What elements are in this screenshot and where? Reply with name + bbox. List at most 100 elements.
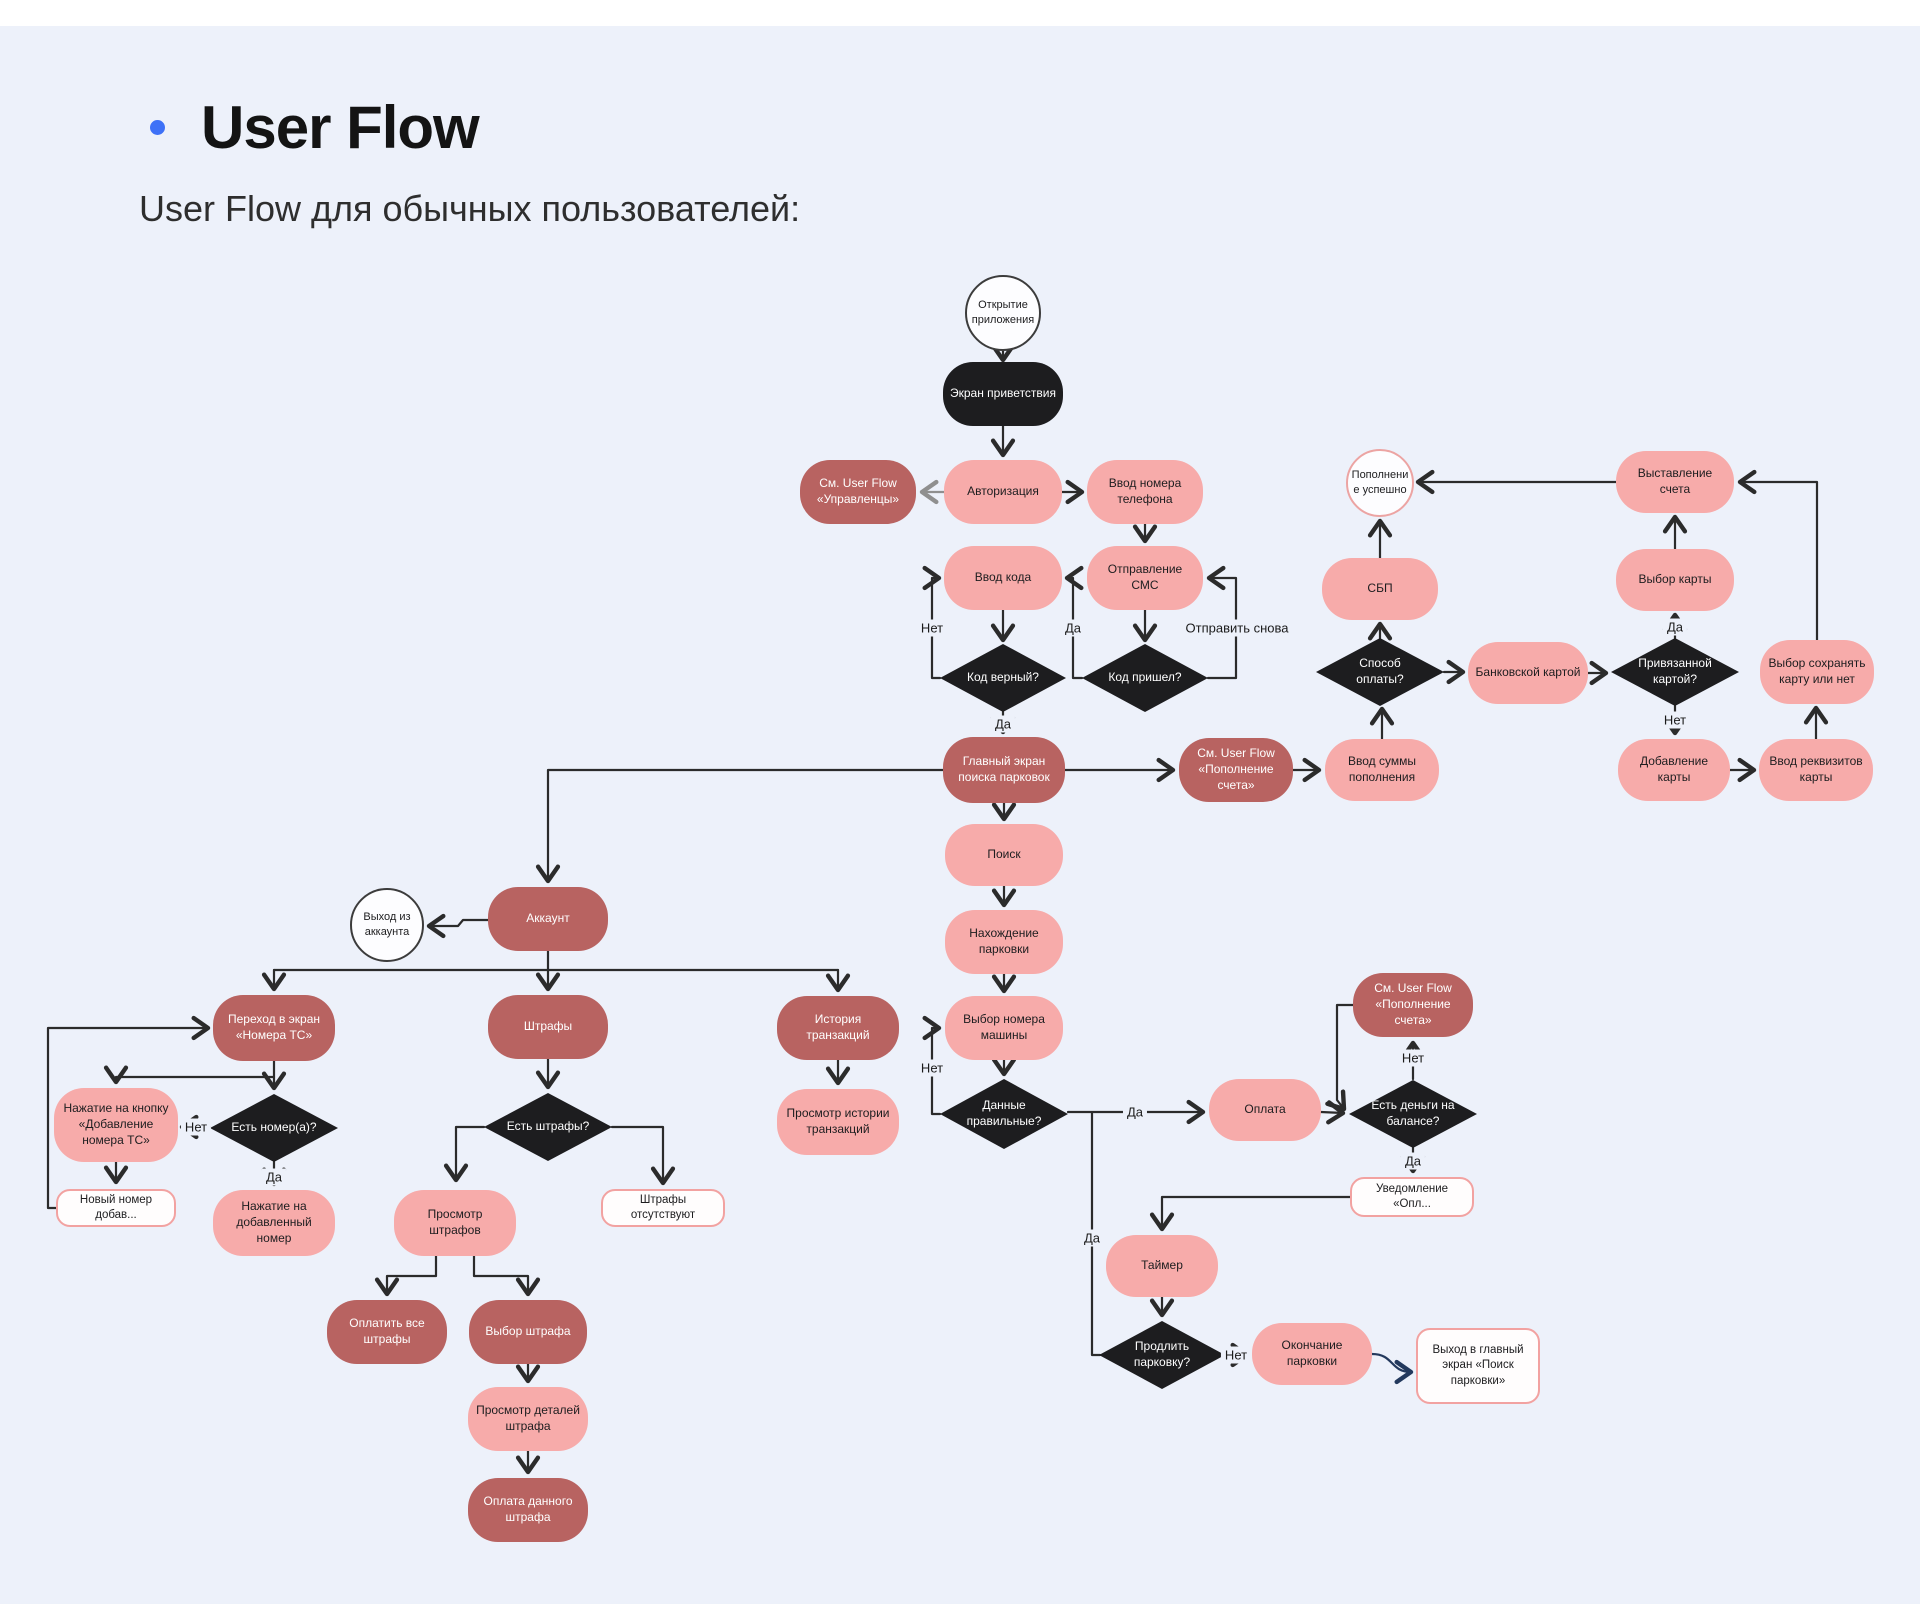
edge-label-no5: Нет [1397, 1049, 1429, 1067]
node-label: Таймер [1141, 1258, 1183, 1273]
node-label: Окончание парковки [1281, 1338, 1343, 1368]
node-label: Данные правильные? [966, 1098, 1042, 1128]
node-end-park: Окончание парковки [1252, 1323, 1372, 1385]
node-label: Авторизация [967, 484, 1039, 499]
node-label: Выбор сохранять карту или нет [1768, 656, 1866, 686]
edge-label-no2: Нет [1659, 711, 1691, 729]
node-logout: Выход из аккаунта [350, 888, 424, 962]
node-label: См. User Flow «Пополнение счета» [1197, 746, 1275, 792]
node-label: Код верный? [967, 670, 1039, 685]
edge-label-resend: Отправить снова [1181, 619, 1293, 637]
node-label: Уведомление «Опл... [1375, 1182, 1449, 1210]
node-auth: Авторизация [944, 460, 1062, 524]
node-save-card: Выбор сохранять карту или нет [1760, 640, 1874, 704]
node-label: Ввод реквизитов карты [1769, 754, 1863, 784]
node-label: Аккаунт [526, 911, 570, 926]
node-label: СБП [1367, 581, 1393, 596]
node-car-num: Выбор номера машины [945, 996, 1063, 1060]
node-label: Отправление СМС [1107, 562, 1183, 592]
node-pay: Оплата [1209, 1079, 1321, 1141]
node-add-card: Добавление карты [1618, 739, 1730, 801]
node-label: Нажатие на кнопку «Добавление номера ТС» [63, 1101, 169, 1147]
node-code: Ввод кода [944, 546, 1062, 610]
edge-label-da3: Да [1662, 618, 1688, 636]
node-num-added: Новый номер добав... [56, 1189, 176, 1227]
node-label: Главный экран поиска парковок [958, 754, 1050, 784]
node-label: Штрафы отсутствуют [630, 1193, 696, 1221]
node-label: Штрафы [523, 1019, 573, 1034]
node-label: Просмотр деталей штрафа [476, 1403, 580, 1433]
node-pay-fine: Оплата данного штрафа [468, 1478, 588, 1542]
node-label: Новый номер добав... [79, 1193, 153, 1221]
node-label: Переход в экран «Номера ТС» [227, 1012, 321, 1042]
node-timer: Таймер [1106, 1235, 1218, 1297]
node-topup-ok: Пополнение успешно [1346, 449, 1414, 517]
node-label: Выход из аккаунта [363, 911, 411, 938]
node-topup-sum: Ввод суммы пополнения [1325, 739, 1439, 801]
node-label: Способ оплаты? [1356, 656, 1404, 686]
node-notif: Уведомление «Опл... [1350, 1177, 1474, 1217]
node-see-managers: См. User Flow «Управленцы» [800, 460, 916, 524]
node-label: Ввод кода [974, 570, 1032, 585]
node-no-fines: Штрафы отсутствуют [601, 1189, 725, 1227]
node-label: Есть деньги на балансе? [1371, 1098, 1455, 1128]
node-phone: Ввод номера телефона [1087, 460, 1203, 524]
node-search: Поиск [945, 824, 1063, 886]
edge-label-da2: Да [990, 715, 1016, 733]
node-label: Привязанной картой? [1638, 656, 1712, 686]
node-pay-all: Оплатить все штрафы [327, 1300, 447, 1364]
node-welcome: Экран приветствия [943, 362, 1063, 426]
edge-label-da6: Да [1079, 1229, 1105, 1247]
edge-label-da1: Да [1060, 619, 1086, 637]
edge-label-no3: Нет [180, 1118, 212, 1136]
top-strip [0, 0, 1920, 26]
node-label: Выбор номера машины [963, 1012, 1045, 1042]
node-label: См. User Flow «Пополнение счета» [1374, 981, 1452, 1027]
node-find: Нахождение парковки [945, 910, 1063, 974]
node-view-fines: Просмотр штрафов [394, 1190, 516, 1256]
node-pick-card: Выбор карты [1616, 549, 1734, 611]
page-subtitle: User Flow для обычных пользователей: [139, 188, 801, 229]
edge-label-no1: Нет [916, 619, 948, 637]
edge-label-da7: Да [1400, 1152, 1426, 1170]
node-label: Оплатить все штрафы [349, 1316, 425, 1346]
node-label: Выставление счета [1637, 466, 1713, 496]
node-label: Выход в главный экран «Поиск парковки» [1432, 1344, 1524, 1387]
node-label: Код пришел? [1108, 670, 1182, 685]
node-label: Просмотр штрафов [427, 1207, 483, 1237]
node-label: Оплата данного штрафа [483, 1494, 573, 1524]
node-label: Ввод номера телефона [1108, 476, 1182, 506]
node-fine-details: Просмотр деталей штрафа [468, 1387, 588, 1451]
node-main: Главный экран поиска парковок [943, 737, 1065, 803]
node-open-app: Открытие приложения [965, 275, 1041, 351]
node-label: Нахождение парковки [969, 926, 1039, 956]
edge-label-no4: Нет [916, 1059, 948, 1077]
node-label: Добавление карты [1640, 754, 1708, 784]
node-invoice: Выставление счета [1616, 451, 1734, 513]
node-see-topup-1: См. User Flow «Пополнение счета» [1179, 738, 1293, 802]
node-label: Есть номер(а)? [231, 1120, 317, 1135]
page-title: User Flow [201, 94, 480, 161]
node-tap-num: Нажатие на добавленный номер [213, 1190, 335, 1256]
node-label: Поиск [987, 847, 1021, 862]
node-label: См. User Flow «Управленцы» [816, 476, 900, 506]
node-view-history: Просмотр истории транзакций [777, 1089, 899, 1155]
node-bank-card: Банковской картой [1468, 642, 1588, 704]
node-label: Банковской картой [1475, 665, 1581, 680]
node-label: Открытие приложения [971, 299, 1035, 326]
node-see-topup-2: См. User Flow «Пополнение счета» [1353, 973, 1473, 1037]
node-add-num-btn: Нажатие на кнопку «Добавление номера ТС» [54, 1088, 178, 1162]
node-history: История транзакций [777, 996, 899, 1060]
edge-label-da4: Да [261, 1168, 287, 1186]
edge-label-da5: Да [1122, 1103, 1148, 1121]
node-label: Нажатие на добавленный номер [236, 1199, 312, 1245]
node-sbp: СБП [1322, 558, 1438, 620]
node-label: Продлить парковку? [1133, 1339, 1191, 1369]
node-label: Есть штрафы? [506, 1119, 590, 1134]
node-label: Выбор штрафа [485, 1324, 571, 1339]
node-account: Аккаунт [488, 887, 608, 951]
title-row: User Flow [150, 94, 480, 161]
node-label: Выбор карты [1638, 572, 1712, 587]
